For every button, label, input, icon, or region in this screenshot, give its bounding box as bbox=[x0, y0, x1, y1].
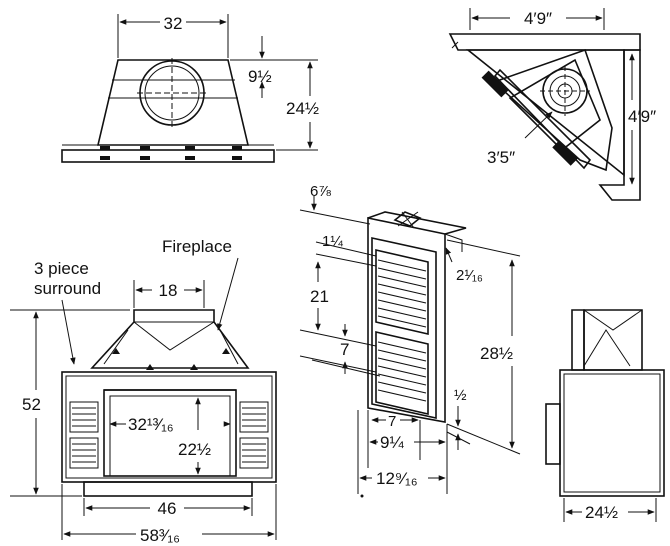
dim-side-top-right: 2¹⁄₁₆ bbox=[456, 267, 483, 284]
dim-side-bottom-mid: 9¼ bbox=[380, 433, 404, 452]
dim-profile-depth: 24½ bbox=[585, 503, 618, 522]
dim-side-bottom-outer: 12⁹⁄₁₆ bbox=[376, 469, 418, 488]
label-surround-line1: 3 piece bbox=[34, 259, 89, 278]
side-view: 6⅞ 1¼ 21 7 2¹⁄₁₆ 28½ ½ 7 9¼ 12⁹⁄₁₆ bbox=[299, 183, 521, 498]
top-view: 32 9½ 24½ bbox=[61, 14, 319, 163]
dim-side-bottom-inner: 7 bbox=[388, 413, 396, 430]
base-tabs bbox=[100, 146, 242, 160]
louvers bbox=[377, 259, 427, 402]
dim-front-height: 52 bbox=[22, 395, 41, 414]
front-louver-panels bbox=[69, 401, 269, 469]
dim-front-opening-height: 22½ bbox=[178, 440, 211, 459]
dim-top-flue-offset: 9½ bbox=[248, 67, 272, 86]
front-view: 3 piece surround Fireplace 18 52 32¹³⁄₁₆… bbox=[10, 237, 277, 545]
dim-front-hood-width: 18 bbox=[159, 281, 178, 300]
dim-side-base: ½ bbox=[454, 387, 467, 404]
dim-corner-depth: 4′9″ bbox=[628, 107, 656, 126]
dim-top-depth: 24½ bbox=[286, 99, 319, 118]
dim-top-width: 32 bbox=[164, 14, 183, 33]
dim-front-base-width: 46 bbox=[158, 499, 177, 518]
label-fireplace: Fireplace bbox=[162, 237, 232, 256]
dim-side-inner-offset: 1¼ bbox=[322, 233, 343, 250]
dim-corner-width: 4′9″ bbox=[524, 9, 552, 28]
dim-side-top-offset: 6⅞ bbox=[310, 183, 331, 200]
label-surround-line2: surround bbox=[34, 279, 101, 298]
dim-front-overall-width: 58³⁄₁₆ bbox=[140, 526, 180, 545]
profile-view: 24½ bbox=[545, 309, 665, 522]
dim-corner-diagonal: 3′5″ bbox=[487, 148, 515, 167]
dim-side-louver-upper: 21 bbox=[310, 287, 329, 306]
dim-side-height: 28½ bbox=[480, 344, 513, 363]
dim-side-louver-lower: 7 bbox=[340, 340, 349, 359]
corner-view: 4′9″ 4′9″ 3′5″ bbox=[448, 8, 656, 201]
dim-front-opening-width: 32¹³⁄₁₆ bbox=[128, 415, 174, 434]
